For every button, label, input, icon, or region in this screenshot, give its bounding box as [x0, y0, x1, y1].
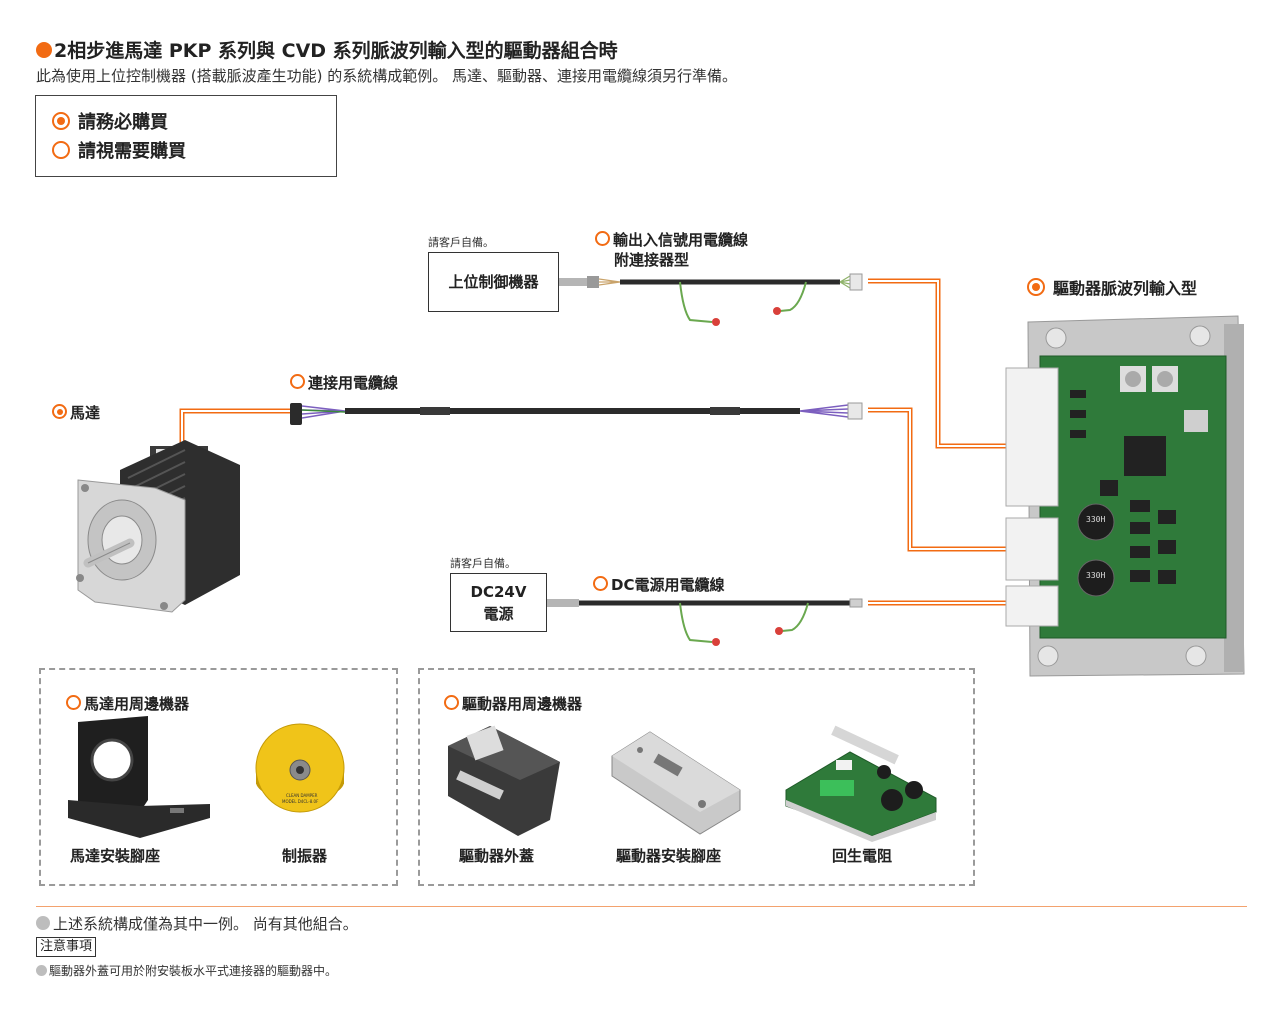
dc-power-cable-label: DC電源用電纜線 [593, 574, 724, 595]
driver-label: 驅動器脈波列輸入型 [1027, 275, 1197, 299]
optional-icon [593, 576, 608, 591]
gray-bullet-icon [36, 965, 47, 976]
gray-bullet-icon [36, 916, 50, 930]
damper-print-1: CLEAN DAMPER [286, 793, 318, 798]
svg-text:330H: 330H [1086, 515, 1105, 524]
stepper-motor-image [76, 440, 240, 613]
svg-text:330H: 330H [1086, 571, 1105, 580]
connection-cable-label: 連接用電纜線 [290, 372, 398, 393]
legend-optional: 請視需要購買 [52, 137, 186, 163]
regeneration-resistor-caption: 回生電阻 [832, 847, 893, 865]
driver-cover-caption: 驅動器外蓋 [459, 847, 535, 865]
optional-icon [52, 141, 70, 159]
page-subtitle: 此為使用上位控制機器 (搭載脈波產生功能) 的系統構成範例。 馬達、驅動器、連接… [36, 67, 738, 85]
power-label: 電源 [483, 604, 514, 623]
legend: 請務必購買 請視需要購買 [35, 95, 337, 177]
motor-connection-cable [290, 402, 863, 425]
io-signal-cable [559, 273, 863, 326]
damper-print-2: MODEL D4CL-8.0F [282, 799, 319, 804]
driver-mounting-plate-caption: 驅動器安裝腳座 [616, 847, 722, 865]
driver-peripherals-panel [418, 668, 975, 886]
optional-icon [66, 695, 81, 710]
driver-peripherals-title: 驅動器用周邊機器 [444, 693, 582, 714]
host-controller-box: 上位制御機器 [428, 252, 559, 312]
io-cable-sublabel: 附連接器型 [614, 251, 690, 269]
orange-connection-lines [179, 278, 1006, 606]
page-title: 2相步進馬達 PKP 系列與 CVD 系列脈波列輸入型的驅動器組合時 [36, 36, 618, 63]
motor-label: 馬達 [52, 402, 100, 423]
legend-required: 請務必購買 [52, 108, 168, 134]
dc24v-power-box: DC24V 電源 [450, 573, 547, 632]
io-cable-label: 輸出入信號用電纜線 [595, 229, 748, 250]
caution-label: 注意事項 [36, 937, 97, 957]
footer-divider [36, 906, 1247, 907]
motor-mounting-bracket-caption: 馬達安裝腳座 [70, 847, 161, 865]
regeneration-resistor-image [785, 725, 937, 842]
required-icon [52, 112, 70, 130]
clean-damper-image: CLEAN DAMPER MODEL D4CL-8.0F [255, 723, 345, 813]
power-voltage-label: DC24V [470, 582, 527, 601]
motor-mounting-bracket-image [68, 716, 210, 838]
optional-icon [444, 695, 459, 710]
optional-icon [290, 374, 305, 389]
optional-icon [595, 231, 610, 246]
required-icon [1027, 278, 1045, 296]
orange-bullet-icon [36, 42, 52, 58]
driver-board-image: 330H 330H [1005, 315, 1245, 677]
driver-mounting-plate-image [611, 731, 741, 835]
caution-text: 驅動器外蓋可用於附安裝板水平式連接器的驅動器中。 [36, 962, 337, 979]
footer-note: 上述系統構成僅為其中一例。 尚有其他組合。 [36, 913, 358, 934]
required-icon [52, 404, 67, 419]
motor-peripherals-title: 馬達用周邊機器 [66, 693, 189, 714]
host-controller-label: 上位制御機器 [448, 273, 539, 291]
damper-caption: 制振器 [282, 847, 328, 865]
host-supply-note: 請客戶自備。 [428, 236, 494, 249]
driver-cover-image [448, 725, 560, 836]
power-supply-note: 請客戶自備。 [450, 557, 516, 570]
dc-power-cable [547, 598, 863, 646]
motor-peripherals-panel [39, 668, 398, 886]
